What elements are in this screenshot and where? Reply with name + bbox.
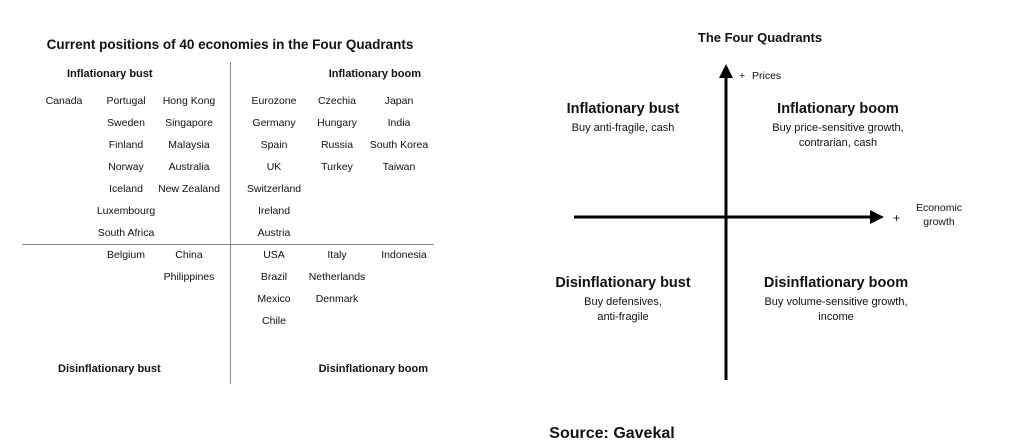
y-axis-arrowhead <box>719 64 733 78</box>
country-germany: Germany <box>252 117 296 129</box>
country-indonesia: Indonesia <box>381 249 427 261</box>
country-hungary: Hungary <box>317 117 357 129</box>
country-mexico: Mexico <box>257 293 291 305</box>
country-iceland: Iceland <box>109 183 143 195</box>
country-ireland: Ireland <box>257 205 291 217</box>
country-canada: Canada <box>45 95 83 107</box>
quadrant-label-inflationary-boom: Inflationary boom <box>328 68 421 80</box>
country-india: India <box>387 117 411 129</box>
quadrant-divider-horizontal <box>22 244 434 245</box>
country-czechia: Czechia <box>318 95 356 107</box>
x-axis-label-line2: growth <box>923 216 955 228</box>
country-turkey: Turkey <box>321 161 353 173</box>
country-switzerland: Switzerland <box>246 183 302 195</box>
quadrant-axes <box>574 64 884 380</box>
quadrant-advice-inflationary-boom-line1: Buy price-sensitive growth, <box>772 122 904 134</box>
x-axis-plus: + <box>893 211 901 225</box>
quadrant-label-disinflationary-bust: Disinflationary bust <box>58 363 161 375</box>
country-taiwan: Taiwan <box>382 161 416 173</box>
country-belgium: Belgium <box>107 249 145 261</box>
country-austria: Austria <box>257 227 291 239</box>
quadrant-advice-disinflationary-boom-line1: Buy volume-sensitive growth, <box>764 296 908 308</box>
country-singapore: Singapore <box>165 117 213 129</box>
country-spain: Spain <box>260 139 288 151</box>
country-china: China <box>175 249 203 261</box>
quadrant-advice-inflationary-bust-line1: Buy anti-fragile, cash <box>571 122 675 134</box>
source-credit: Source: Gavekal <box>549 425 675 442</box>
country-portugal: Portugal <box>106 95 146 107</box>
country-brazil: Brazil <box>260 271 288 283</box>
quadrant-title-disinflationary-boom: Disinflationary boom <box>763 275 909 291</box>
quadrant-advice-inflationary-boom-line2: contrarian, cash <box>798 137 878 149</box>
country-uk: UK <box>266 161 282 173</box>
x-axis-arrowhead <box>870 210 884 224</box>
country-eurozone: Eurozone <box>251 95 297 107</box>
country-usa: USA <box>263 249 285 261</box>
country-malaysia: Malaysia <box>168 139 210 151</box>
country-norway: Norway <box>108 161 144 173</box>
x-axis-label-line1: Economic <box>915 202 963 214</box>
left-diagram-title: Current positions of 40 economies in the… <box>46 37 414 52</box>
quadrant-divider-vertical <box>230 62 231 384</box>
country-denmark: Denmark <box>315 293 359 305</box>
country-chile: Chile <box>262 315 286 327</box>
country-australia: Australia <box>168 161 210 173</box>
country-sweden: Sweden <box>107 117 145 129</box>
quadrant-title-disinflationary-bust: Disinflationary bust <box>555 275 691 291</box>
right-diagram-title: The Four Quadrants <box>697 30 823 45</box>
country-italy: Italy <box>327 249 347 261</box>
country-hong-kong: Hong Kong <box>162 95 216 107</box>
country-south-africa: South Africa <box>97 227 155 239</box>
country-south-korea: South Korea <box>369 139 429 151</box>
country-japan: Japan <box>384 95 414 107</box>
y-axis-plus: + <box>739 70 746 82</box>
quadrant-label-disinflationary-boom: Disinflationary boom <box>318 363 428 375</box>
quadrant-title-inflationary-bust: Inflationary bust <box>566 101 680 117</box>
quadrant-advice-disinflationary-bust-line2: anti-fragile <box>597 311 649 323</box>
country-philippines: Philippines <box>163 271 215 283</box>
quadrant-title-inflationary-boom: Inflationary boom <box>777 101 899 117</box>
quadrant-advice-disinflationary-boom-line2: income <box>818 311 854 323</box>
country-new-zealand: New Zealand <box>158 183 220 195</box>
country-finland: Finland <box>108 139 144 151</box>
country-netherlands: Netherlands <box>308 271 366 283</box>
y-axis-label: Prices <box>752 70 782 82</box>
country-russia: Russia <box>320 139 354 151</box>
quadrant-label-inflationary-bust: Inflationary bust <box>67 68 153 80</box>
country-luxembourg: Luxembourg <box>96 205 156 217</box>
quadrant-advice-disinflationary-bust-line1: Buy defensives, <box>584 296 662 308</box>
